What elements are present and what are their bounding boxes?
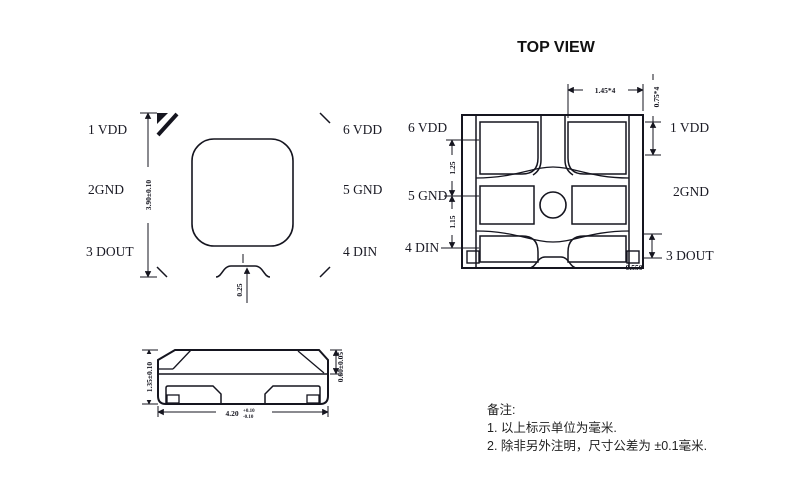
side-view-outline: [157, 349, 329, 405]
pad-mid-right: [571, 185, 627, 225]
front-pin-label-6: 6 VDD: [343, 122, 382, 137]
front-pin-label-1: 1 VDD: [88, 122, 127, 137]
top-view-outline: [461, 114, 644, 269]
top-pin-label-3: 3 DOUT: [666, 248, 714, 263]
top-dim-lower: 1.15: [448, 215, 457, 228]
top-dim-pad-width: 1.45*4: [595, 86, 616, 95]
lead-tip-right: [306, 394, 320, 404]
top-pin-label-4: 4 DIN: [405, 240, 439, 255]
bottom-notch: [215, 265, 271, 278]
top-pin-label-6: 6 VDD: [408, 120, 447, 135]
notes-heading: 备注:: [487, 402, 515, 417]
bottom-notch: [528, 256, 578, 269]
pin1-chamfer: [156, 112, 179, 137]
side-dim-width-tol-minus: -0.10: [243, 415, 254, 420]
dim-text-bg: [447, 209, 457, 235]
top-view: TOP VIEW 1.45*4: [405, 39, 714, 272]
notes: 备注: 1. 以上标示单位为毫米. 2. 除非另外注明，尺寸公差为 ±0.1毫米…: [487, 402, 707, 453]
side-dim-width: 4.20: [225, 409, 238, 418]
lead-tip-left: [166, 394, 180, 404]
top-pin-label-1: 1 VDD: [670, 120, 709, 135]
dim-text-bg: [583, 83, 628, 95]
side-view: 1.35±0.10 0.60±0.05 4.20 +0.10 -0.10: [142, 349, 345, 420]
front-dim-notch: 0.25: [235, 283, 244, 296]
front-pin-label-4: 4 DIN: [343, 244, 377, 259]
center-circle: [539, 191, 567, 219]
top-view-title: TOP VIEW: [517, 39, 596, 56]
pad-top-left: [479, 121, 539, 175]
top-pin-label-2: 2GND: [673, 184, 709, 199]
dim-text-bg: [144, 354, 154, 400]
dim-text-bg: [447, 155, 457, 181]
top-slot-left: [532, 115, 542, 176]
lead-right: [264, 385, 321, 403]
corner-mark-tr: [319, 112, 331, 124]
top-dim-upper: 1.25: [448, 161, 457, 174]
dim-text-bg: [651, 80, 662, 116]
corner-key-right: [626, 250, 640, 264]
top-dim-pad-height: 0.75*4: [652, 86, 661, 107]
lens-slant: [297, 350, 325, 374]
parting-line-upper: [475, 166, 630, 179]
front-pin-label-2: 2GND: [88, 182, 124, 197]
parting-line-lower: [475, 230, 630, 243]
chamfer-line: [172, 349, 192, 370]
dim-text-bg: [216, 406, 272, 418]
pin1-corner-mark: [157, 113, 168, 124]
pad-bottom-left: [479, 235, 539, 263]
dim-text-bg: [143, 167, 153, 223]
side-dim-height: 1.35±0.10: [145, 362, 154, 393]
front-pin-label-3: 3 DOUT: [86, 244, 134, 259]
emitter-window: [191, 138, 294, 247]
front-view-outline: [157, 113, 330, 277]
pad-mid-left: [479, 185, 535, 225]
pad-bottom-right: [567, 235, 627, 263]
corner-mark-br: [319, 266, 331, 278]
front-view: 3.90±0.10 0.25 1 VDD 2GND 3 DOUT 6 VDD 5…: [86, 112, 383, 303]
top-slot-right: [564, 115, 574, 176]
front-pin-label-5: 5 GND: [343, 182, 383, 197]
top-dim-corner: 0.550: [626, 263, 643, 272]
corner-key-left: [466, 250, 480, 264]
notes-line-2: 2. 除非另外注明，尺寸公差为 ±0.1毫米.: [487, 438, 707, 453]
side-dim-width-tol-plus: +0.10: [243, 409, 255, 414]
lead-left: [165, 385, 222, 403]
top-pin-label-5: 5 GND: [408, 188, 448, 203]
corner-mark-bl: [156, 266, 168, 278]
notes-line-1: 1. 以上标示单位为毫米.: [487, 420, 617, 435]
side-dim-top: 0.60±0.05: [336, 352, 345, 383]
front-dim-height: 3.90±0.10: [144, 180, 153, 211]
pad-top-right: [567, 121, 627, 175]
